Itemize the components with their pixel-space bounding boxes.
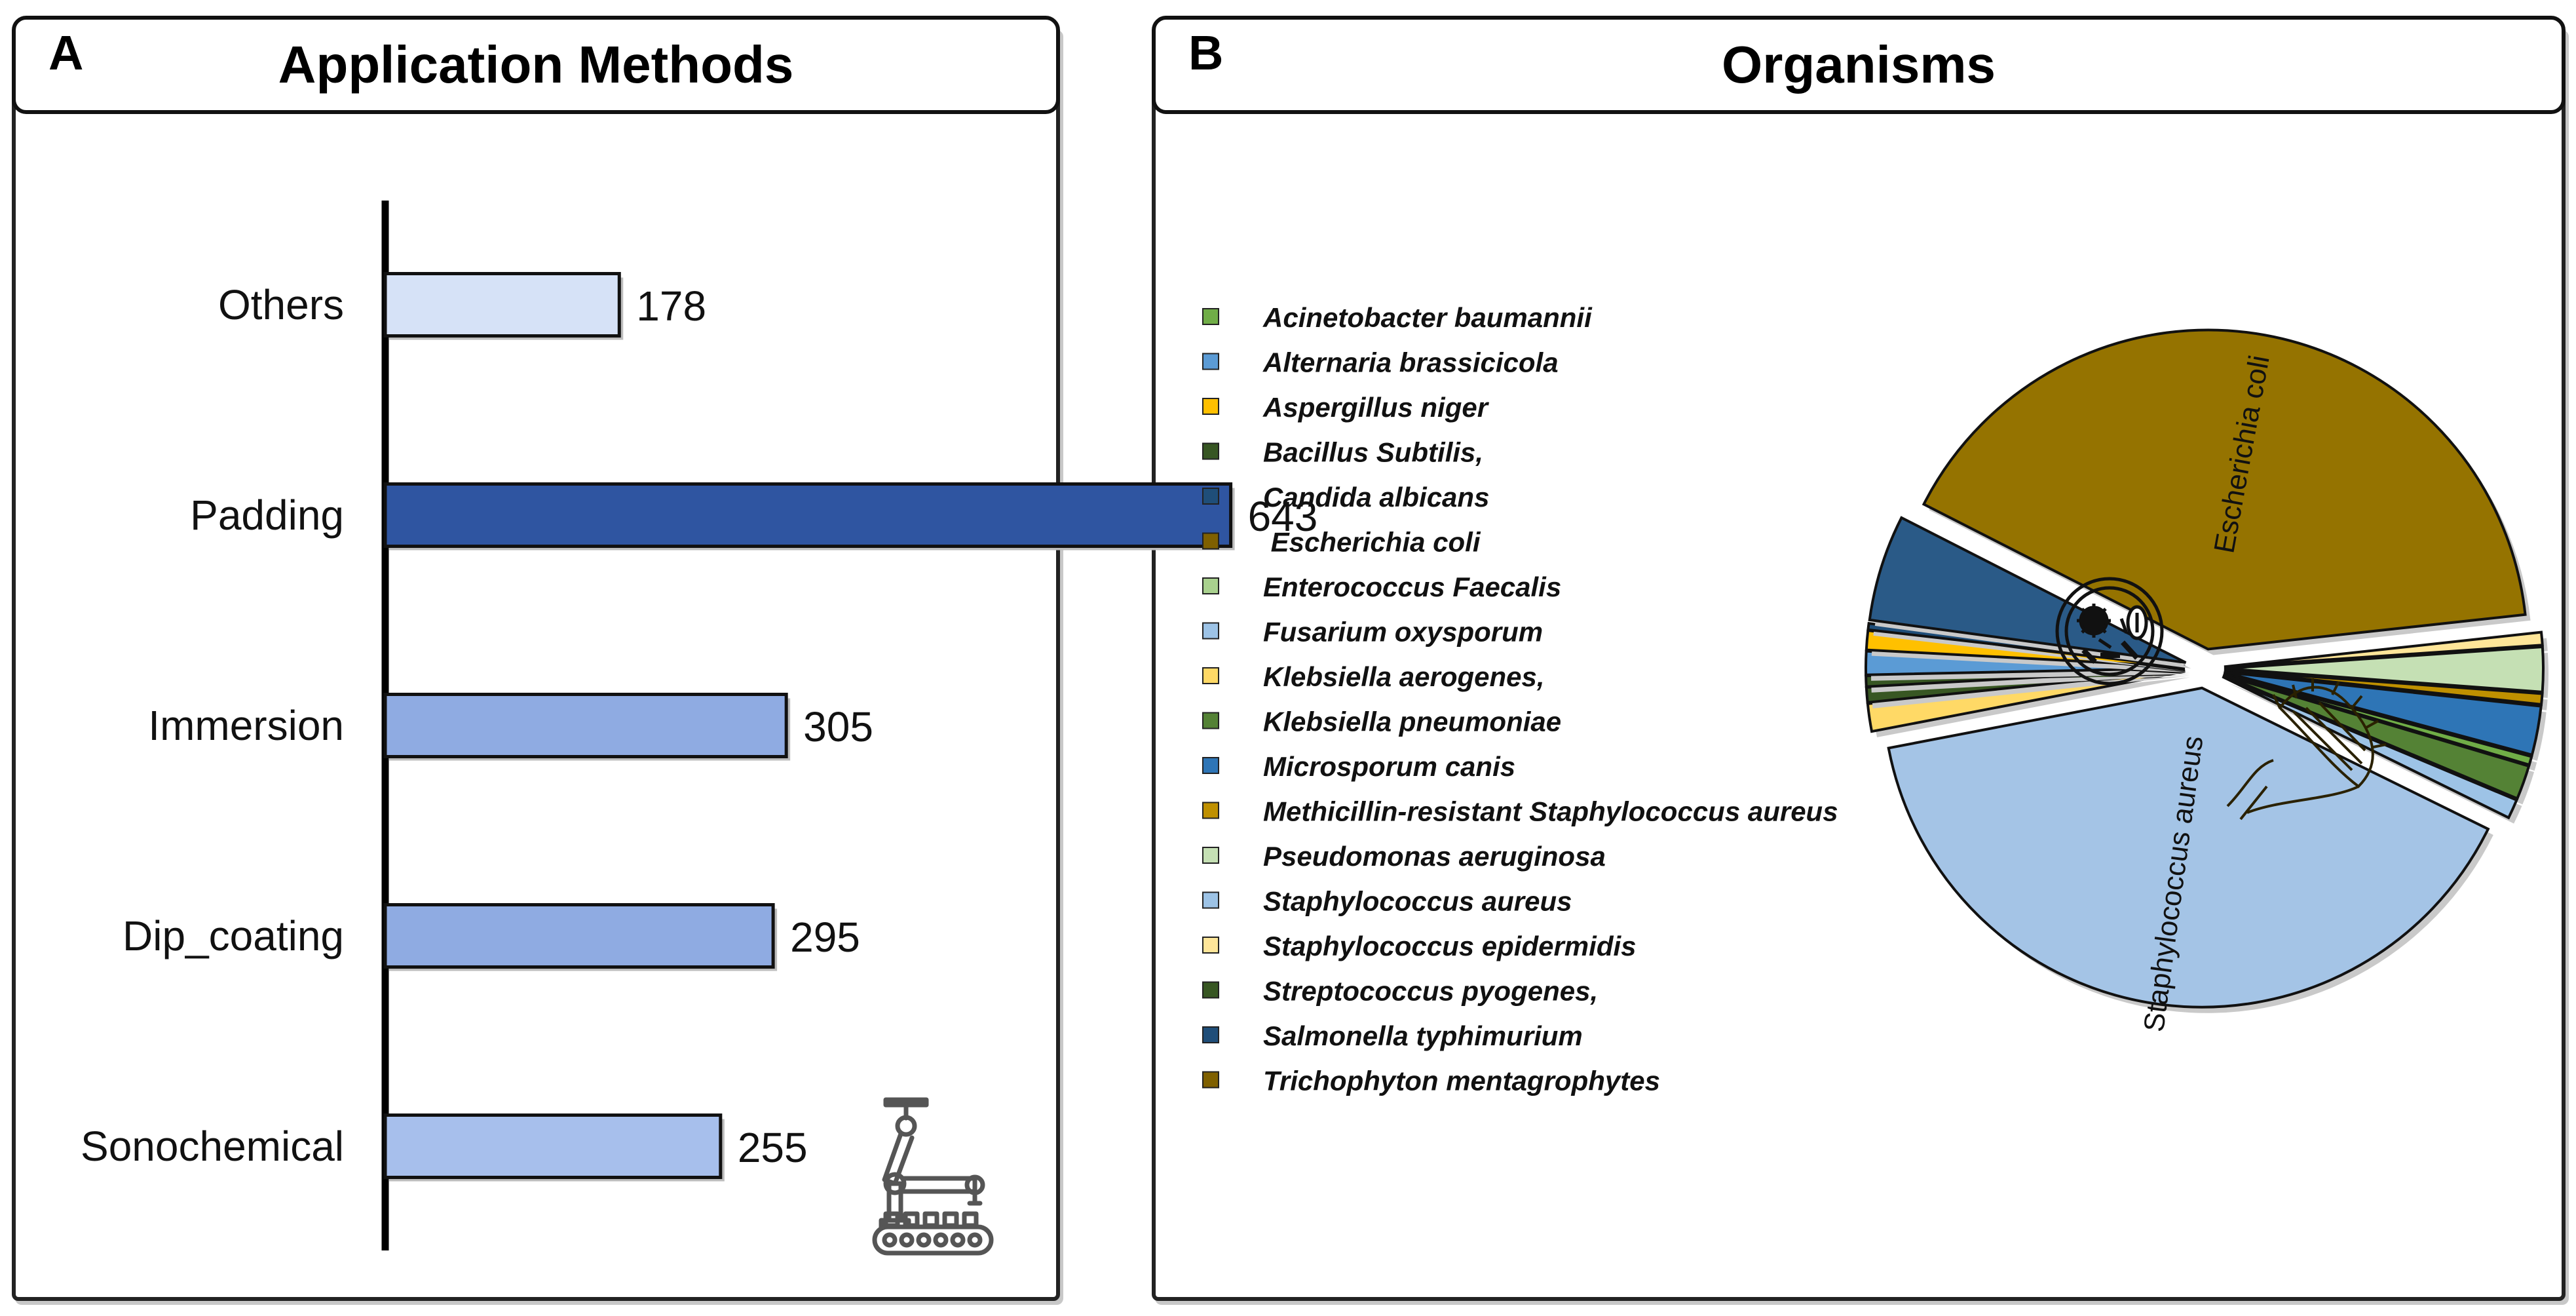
bar-category-label: Sonochemical [81,1123,344,1170]
e-coli-bacterium-icon [2226,678,2387,821]
legend-item-label: Pseudomonas aeruginosa [1263,841,1606,872]
bar-value-label: 295 [790,914,860,961]
bar-category-label: Others [218,281,344,328]
legend-swatch [1202,667,1219,684]
petri-dish-bacteria-icon [2055,577,2164,686]
legend-swatch [1202,1071,1219,1089]
pie-slice-acinetobacter-baumannii [2223,672,2533,767]
panel-a-title: Application Methods [278,35,794,94]
legend-swatch [1202,577,1219,594]
panel-a-header: A Application Methods [12,16,1060,114]
legend-swatch [1202,757,1219,774]
legend-item-label: Bacillus Subtilis, [1263,437,1483,468]
pie-slice-fusarium-oxysporum [2222,675,2519,820]
legend-item-label: Acinetobacter baumannii [1262,302,1593,333]
legend-item-label: Alternaria brassicicola [1262,347,1559,378]
legend-item-label: Staphylococcus epidermidis [1263,931,1637,961]
legend-item-label: Streptococcus pyogenes, [1263,976,1598,1007]
bar-value-label: 643 [1248,493,1318,540]
legend-swatch [1202,1026,1219,1043]
legend-swatch [1202,532,1219,550]
bar-sonochemical [383,1113,723,1179]
pie-slice-staphylococcus-epidermidis [2224,630,2544,668]
legend-item-label: Methicillin-resistant Staphylococcus aur… [1263,796,1838,827]
robotic-arm-conveyor-icon [872,1097,994,1256]
bar-category-label: Dip_coating [123,912,344,959]
legend-swatch [1202,622,1219,640]
legend-item-label: Aspergillus niger [1262,392,1490,423]
panel-a-letter: A [48,26,84,80]
legend-item-label: Salmonella typhimurium [1263,1020,1583,1051]
pie-slice-klebsiella-pneumoniae [2222,674,2531,801]
legend-item-label: Candida albicans [1263,482,1489,513]
bar-category-label: Immersion [148,702,344,749]
legend-swatch [1202,937,1219,954]
legend-swatch [1202,308,1219,325]
legend-item-label: Escherichia coli [1263,527,1481,558]
pie-slice-shadow [1871,675,2191,693]
bar-value-label: 305 [803,703,873,750]
panel-b-title: Organisms [1722,35,1996,94]
bar-dip-coating [383,903,775,969]
legend-swatch [1202,488,1219,505]
legend-item-label: Staphylococcus aureus [1263,886,1572,917]
legend-item-label: Klebsiella aerogenes, [1263,661,1545,692]
legend-item-label: Enterococcus Faecalis [1263,571,1561,602]
pie-slice-escherichia-coli [1922,328,2527,651]
legend-item-label: Microsporum canis [1263,751,1515,782]
bar-immersion [383,693,788,758]
pie-slice-microsporum-canis [2223,670,2543,757]
legend-item-label: Trichophyton mentagrophytes [1263,1066,1660,1096]
bar-value-label: 255 [738,1124,808,1171]
panel-b-letter: B [1188,26,1224,80]
legend-swatch [1202,442,1219,460]
legend-swatch [1202,891,1219,909]
panel-b-header: B Organisms [1152,16,2566,114]
bar-value-label: 178 [636,282,706,330]
panel-a-frame [12,26,1060,1301]
pie-slice-klebsiella-aerogenes [1866,670,2186,733]
pie-slice-shadow [1872,677,2191,738]
legend-item-label: Fusarium oxysporum [1263,617,1543,648]
bar-category-label: Padding [190,492,344,539]
legend-swatch [1202,847,1219,864]
pie-slice-pseudomonas-aeruginosa [2224,645,2545,693]
legend-item-label: Klebsiella pneumoniae [1263,706,1561,737]
legend-swatch [1202,353,1219,370]
pie-slice-methicillin-resistant-staphylococcus-aureus [2224,668,2544,706]
legend-swatch [1202,981,1219,999]
legend-swatch [1202,802,1219,819]
bar-padding [383,482,1233,548]
bar-others [383,272,621,338]
legend-swatch [1202,398,1219,415]
legend-swatch [1202,712,1219,729]
